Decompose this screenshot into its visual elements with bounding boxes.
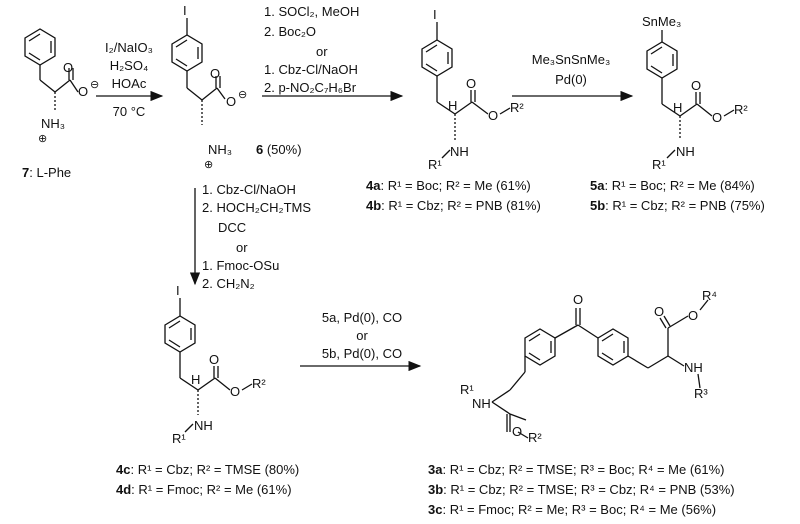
compound-label-6: 6 (50%) — [256, 142, 302, 157]
compound-row-5b: 5b: R¹ = Cbz; R² = PNB (75%) — [590, 198, 765, 213]
atom-iodine-4cd: I — [176, 283, 180, 298]
reagent-b-line2: 2. HOCH₂CH₂TMS — [202, 200, 312, 215]
atom-h-4cd: H — [191, 372, 201, 387]
group-r3-3: R³ — [694, 386, 708, 401]
reagent-a-line4: 2. p-NO₂C₇H₆Br — [264, 80, 357, 95]
charge-minus-6: ⊖ — [238, 89, 248, 101]
atom-o-ketone-3: O — [573, 292, 584, 307]
reagent-carbonylation-5b: 5b, Pd(0), CO — [321, 346, 403, 361]
reagent-b-line3: DCC — [218, 220, 247, 235]
group-trimethyltin-5ab: SnMe₃ — [642, 14, 682, 29]
reagent-b-line5: 2. CH₂N₂ — [202, 276, 255, 291]
atom-iodine-4ab: I — [433, 7, 437, 22]
group-r2-4ab: R² — [510, 100, 524, 115]
reagent-palladium: Pd(0) — [555, 72, 587, 87]
atom-o-6-carbonyl: O — [210, 66, 221, 81]
group-r1-4cd: R¹ — [172, 431, 186, 446]
reagent-b-line4: 1. Fmoc-OSu — [202, 258, 280, 273]
atom-o-4cd-ester: O — [230, 384, 241, 399]
compound-row-4a: 4a: R¹ = Boc; R² = Me (61%) — [366, 178, 531, 193]
atom-h-4ab: H — [448, 98, 458, 113]
reagent-iodine: I₂/NaIO₃ — [105, 40, 153, 55]
atom-nh-4cd: NH — [194, 418, 213, 433]
structure-compound-6 — [171, 18, 226, 125]
atom-o-3-right-ester: O — [688, 308, 699, 323]
reagent-sulfuric-acid: H₂SO₄ — [109, 58, 149, 73]
reagent-carbonylation-5a: 5a, Pd(0), CO — [321, 310, 403, 325]
group-r1-5ab: R¹ — [652, 157, 666, 172]
atom-o-phe-carbonyl: O — [63, 60, 74, 75]
structure-compound-4ab — [421, 22, 511, 159]
structure-compound-3 — [491, 299, 709, 439]
atom-o-5ab-ester: O — [712, 110, 723, 125]
compound-row-4d: 4d: R¹ = Fmoc; R² = Me (61%) — [116, 482, 292, 497]
reagent-temperature: 70 °C — [112, 104, 146, 119]
compound-row-3a: 3a: R¹ = Cbz; R² = TMSE; R³ = Boc; R⁴ = … — [428, 462, 725, 477]
atom-h-5ab: H — [673, 100, 683, 115]
atom-o-phe-ester: O — [78, 84, 89, 99]
group-r2-3: R² — [528, 430, 542, 445]
reagent-acetic-acid: HOAc — [111, 76, 147, 91]
atom-o-3-right-carbonyl: O — [654, 304, 665, 319]
atom-o-3-left-ester: O — [512, 424, 523, 439]
atom-o-4ab-carbonyl: O — [466, 76, 477, 91]
reagent-a-or: or — [316, 44, 328, 59]
atom-nh-3-left: NH — [472, 396, 491, 411]
reagent-carbonylation-or: or — [356, 328, 368, 343]
group-r1-3: R¹ — [460, 382, 474, 397]
reagent-a-line2: 2. Boc₂O — [264, 24, 317, 39]
charge-plus-phe: ⊕ — [38, 133, 48, 145]
charge-minus-phe: ⊖ — [90, 79, 100, 91]
reagent-a-line1: 1. SOCl₂, MeOH — [264, 4, 360, 19]
compound-row-5a: 5a: R¹ = Boc; R² = Me (84%) — [590, 178, 755, 193]
charge-plus-6: ⊕ — [204, 159, 214, 171]
atom-nh3-6: NH₃ — [208, 142, 233, 157]
compound-label-7: 7: L-Phe — [22, 165, 72, 180]
atom-nh-4ab: NH — [450, 144, 469, 159]
reagent-hexamethylditin: Me₃SnSnMe₃ — [531, 52, 611, 67]
atom-iodine-6: I — [183, 3, 187, 18]
atom-o-4ab-ester: O — [488, 108, 499, 123]
reagent-b-line1: 1. Cbz-Cl/NaOH — [202, 182, 296, 197]
reagent-b-or: or — [236, 240, 248, 255]
group-r2-4cd: R² — [252, 376, 266, 391]
atom-nh-3-right: NH — [684, 360, 703, 375]
group-r1-4ab: R¹ — [428, 157, 442, 172]
atom-o-4cd-carbonyl: O — [209, 352, 220, 367]
structure-l-phe — [24, 28, 79, 112]
compound-row-3b: 3b: R¹ = Cbz; R² = TMSE; R³ = Cbz; R⁴ = … — [428, 482, 735, 497]
atom-nh3-phe: NH₃ — [41, 116, 66, 131]
group-r4-3: R⁴ — [702, 288, 717, 303]
structure-compound-5ab — [646, 30, 735, 159]
atom-o-5ab-carbonyl: O — [691, 78, 702, 93]
reagent-a-line3: 1. Cbz-Cl/NaOH — [264, 62, 358, 77]
structure-compound-4cd — [164, 298, 253, 433]
atom-nh-5ab: NH — [676, 144, 695, 159]
compound-row-4c: 4c: R¹ = Cbz; R² = TMSE (80%) — [116, 462, 300, 477]
group-r2-5ab: R² — [734, 102, 748, 117]
compound-row-4b: 4b: R¹ = Cbz; R² = PNB (81%) — [366, 198, 541, 213]
compound-row-3c: 3c: R¹ = Fmoc; R² = Me; R³ = Boc; R⁴ = M… — [428, 502, 717, 517]
atom-o-6-ester: O — [226, 94, 237, 109]
